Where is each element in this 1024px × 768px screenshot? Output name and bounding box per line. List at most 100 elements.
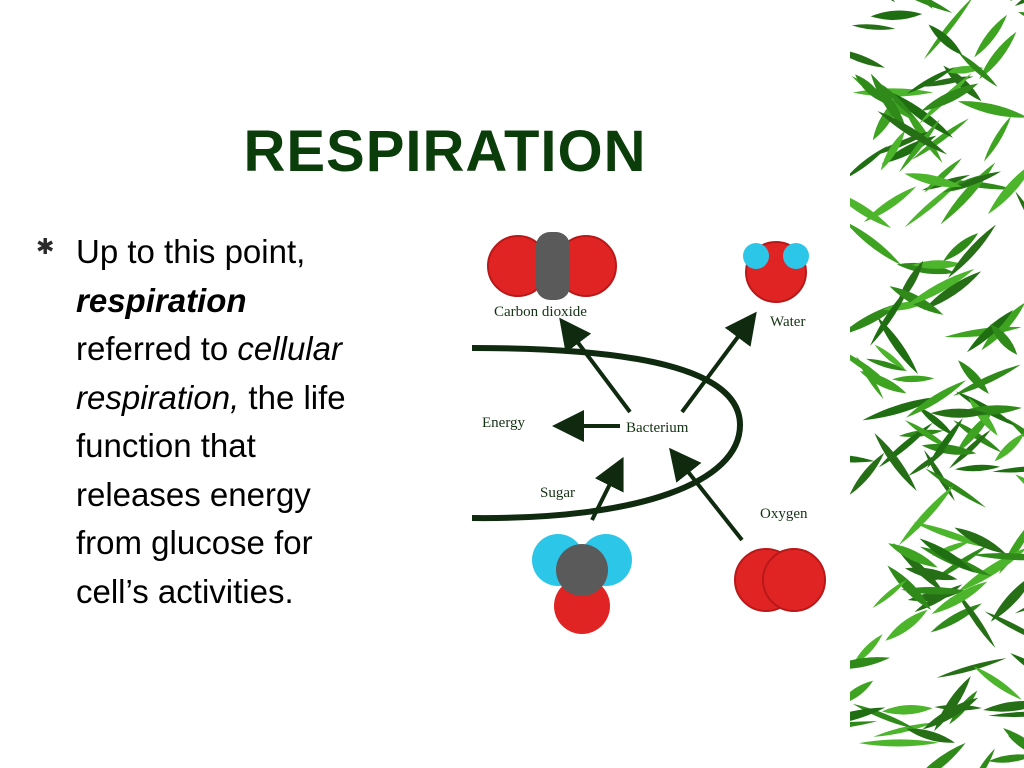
bamboo-leaf: [988, 754, 1024, 763]
bamboo-leaf: [928, 24, 963, 56]
bamboo-leaf: [981, 302, 1024, 351]
text-line: referred to cellular: [76, 325, 416, 374]
bamboo-leaf: [953, 364, 1021, 396]
bamboo-leaf: [891, 375, 935, 383]
bamboo-leaf: [919, 76, 974, 87]
bamboo-leaf: [973, 666, 1022, 700]
bamboo-leaf: [850, 452, 885, 496]
bamboo-leaf: [850, 0, 896, 3]
bamboo-leaf: [904, 173, 963, 188]
asterisk-bullet-icon: ✱: [36, 234, 55, 259]
text-line-emphasis: respiration: [76, 281, 247, 319]
text-span: the life: [239, 378, 346, 416]
bamboo-leaf: [904, 420, 952, 450]
bamboo-leaf: [850, 680, 874, 705]
bamboo-leaf: [984, 611, 1024, 645]
label-sugar: Sugar: [540, 485, 575, 501]
bamboo-leaf: [874, 344, 906, 371]
bamboo-leaf: [956, 591, 996, 649]
bamboo-leaf: [1003, 728, 1024, 762]
bamboo-leaf: [921, 443, 977, 455]
bamboo-leaf: [911, 118, 969, 160]
bamboo-leaf: [923, 0, 974, 60]
text-line: releases energy: [76, 475, 311, 513]
label-oxygen: Oxygen: [760, 506, 808, 522]
bamboo-leaf: [870, 10, 923, 20]
bamboo-leaf: [930, 408, 988, 418]
bamboo-leaf: [889, 0, 933, 9]
arrow-from-sugar: [590, 456, 624, 521]
bamboo-leaf: [1018, 11, 1024, 32]
sugar-molecule: [532, 534, 632, 634]
bamboo-leaf: [855, 74, 885, 103]
bamboo-leaf: [936, 658, 1007, 678]
text-line: cell’s activities.: [76, 572, 294, 610]
bamboo-leaf: [908, 449, 947, 476]
bamboo-leaf: [948, 171, 1002, 191]
bamboo-leaf: [966, 309, 1014, 353]
bamboo-leaf: [994, 432, 1024, 462]
bamboo-leaf: [983, 115, 1012, 162]
bamboo-leaf: [911, 260, 963, 269]
text-span-italic: cellular: [237, 330, 342, 367]
text-line: respiration, the life: [76, 374, 416, 423]
label-carbon-dioxide: Carbon dioxide: [494, 304, 587, 320]
bamboo-leaf: [974, 14, 1008, 58]
bamboo-leaf: [934, 676, 971, 732]
bamboo-leaf: [957, 101, 1024, 118]
bamboo-leaf: [969, 748, 995, 768]
bamboo-leaf: [924, 468, 986, 508]
bamboo-leaf: [896, 262, 955, 275]
bamboo-leaf: [958, 52, 998, 87]
text-span-italic: respiration,: [76, 378, 240, 416]
bamboo-leaf: [859, 370, 907, 394]
bamboo-leaf: [852, 634, 883, 666]
bamboo-leaf: [954, 464, 1001, 472]
slide-title: RESPIRATION: [243, 119, 647, 184]
bamboo-leaf: [906, 380, 966, 418]
bamboo-leaf: [970, 0, 1013, 2]
bamboo-leaf: [1015, 474, 1024, 510]
bamboo-leaf: [890, 91, 954, 138]
bamboo-leaf: [898, 485, 954, 546]
bamboo-leaf: [850, 190, 892, 229]
bamboo-leaf: [880, 130, 906, 171]
bamboo-leaf: [988, 711, 1024, 717]
bamboo-leaf: [983, 701, 1024, 712]
bamboo-leaf: [953, 420, 1002, 453]
bamboo-leaf: [850, 707, 886, 727]
carbon-dioxide-molecule: [487, 232, 617, 300]
bamboo-leaf: [874, 432, 917, 491]
bamboo-leaf: [877, 110, 948, 155]
bamboo-leaf: [918, 406, 954, 436]
text-line: Up to this point,: [76, 233, 306, 270]
bacterium-outline: [471, 345, 744, 522]
arrow-to-carbon-dioxide: [559, 317, 632, 414]
bamboo-leaf: [872, 579, 908, 608]
water-molecule: [743, 241, 809, 303]
arrow-from-oxygen: [669, 447, 744, 542]
bamboo-leaf: [888, 543, 938, 568]
bamboo-leaf: [906, 728, 955, 743]
bamboo-leaf: [858, 739, 939, 747]
label-bacterium: Bacterium: [626, 420, 689, 436]
label-water: Water: [770, 314, 805, 330]
bamboo-leaf: [881, 705, 933, 715]
bamboo-leaf: [949, 429, 991, 469]
bamboo-leaf: [943, 233, 979, 262]
bamboo-leaf: [851, 24, 896, 30]
bamboo-leaf: [904, 268, 975, 308]
bamboo-leaves-decoration: [850, 0, 1024, 768]
bamboo-leaf: [873, 722, 935, 737]
bamboo-leaf: [877, 316, 919, 375]
bamboo-leaf: [954, 527, 1006, 554]
bamboo-leaf: [870, 73, 908, 132]
bamboo-leaf: [968, 397, 998, 436]
bamboo-leaf: [898, 119, 940, 173]
bamboo-leaf: [920, 83, 979, 112]
oxygen-molecule: [734, 548, 826, 612]
bamboo-leaf: [863, 186, 917, 223]
bamboo-leaf: [850, 721, 878, 732]
text-line: from glucose for: [76, 524, 313, 561]
bamboo-leaf: [971, 552, 1024, 561]
